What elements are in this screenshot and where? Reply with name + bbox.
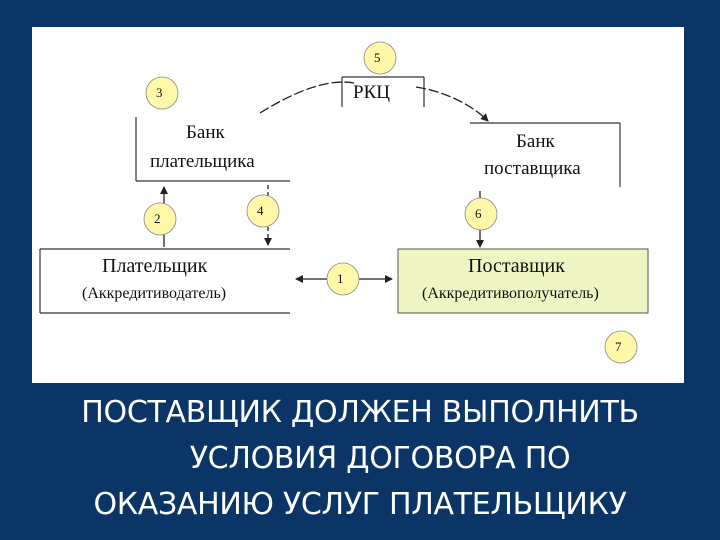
- step-badge-4: [246, 194, 280, 228]
- supplier-name: Поставщик: [468, 255, 565, 277]
- supplier-bank-line2: поставщика: [484, 158, 581, 179]
- payer-bank-line2: плательщика: [150, 151, 255, 172]
- diagram-panel: 1 2 3 4 5 6 7 РКЦ Банк плательщика Банк …: [32, 27, 684, 383]
- step-number-6: 6: [475, 206, 482, 221]
- step-badge-2: [143, 202, 177, 236]
- slide-caption: ПОСТАВЩИК ДОЛЖЕН ВЫПОЛНИТЬ УСЛОВИЯ ДОГОВ…: [0, 390, 720, 528]
- step-badge-7: [604, 330, 638, 364]
- supplier-bank-line1: Банк: [516, 131, 555, 152]
- flow-diagram: [39, 41, 649, 364]
- supplier-box: [397, 248, 649, 314]
- payer-box: [39, 248, 290, 314]
- caption-line-3: ОКАЗАНИЮ УСЛУГ ПЛАТЕЛЬЩИКУ: [93, 487, 627, 522]
- step-number-2: 2: [154, 211, 161, 226]
- supplier-bank-box: [470, 122, 621, 187]
- rkc-box: [341, 76, 425, 107]
- step-badge-5: [363, 41, 397, 75]
- step-badge-6: [464, 197, 498, 231]
- step-badge-1: [326, 262, 360, 296]
- step-number-7: 7: [615, 339, 622, 354]
- caption-line-2: УСЛОВИЯ ДОГОВОРА ПО: [189, 441, 571, 476]
- payer-name: Плательщик: [102, 255, 208, 277]
- payer-role: (Аккредитиводатель): [82, 285, 227, 302]
- supplier-role: (Аккредитивополучатель): [422, 285, 599, 302]
- step-number-4: 4: [257, 203, 264, 218]
- step-number-1: 1: [337, 271, 344, 286]
- payer-bank-box: [135, 117, 290, 182]
- arrow-rkc-to-bank: [415, 86, 489, 122]
- rkc-label: РКЦ: [353, 82, 390, 103]
- payer-bank-line1: Банк: [186, 122, 225, 143]
- step-number-3: 3: [156, 85, 163, 100]
- caption-line-1: ПОСТАВЩИК ДОЛЖЕН ВЫПОЛНИТЬ: [81, 395, 639, 430]
- step-badge-3: [145, 76, 179, 110]
- step-number-5: 5: [374, 50, 381, 65]
- arrow-bank-to-rkc: [259, 81, 355, 114]
